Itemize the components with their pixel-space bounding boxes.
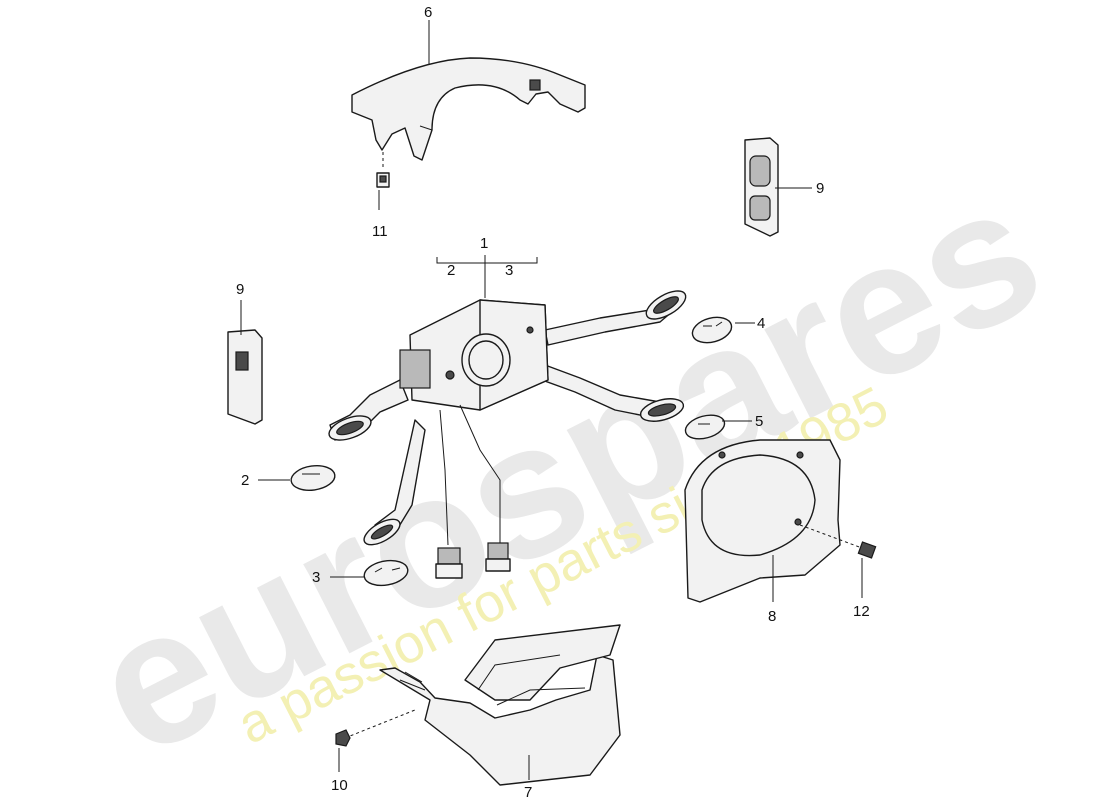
part-2-switch-cap[interactable]: [290, 463, 337, 493]
part-12-bolt[interactable]: [799, 524, 877, 559]
callout-2: 2: [241, 472, 249, 489]
callout-1-sub-3: 3: [505, 262, 513, 279]
callout-4: 4: [757, 315, 765, 332]
part-7-lower-shroud[interactable]: [379, 624, 621, 786]
callout-1: 1: [480, 235, 488, 252]
part-11-clip[interactable]: [376, 152, 390, 188]
part-6-upper-shroud[interactable]: [351, 57, 586, 161]
callout-3: 3: [312, 569, 320, 586]
callout-10: 10: [331, 777, 348, 794]
callout-11: 11: [372, 223, 388, 240]
callout-8: 8: [768, 608, 776, 625]
callout-1-sub-2: 2: [447, 262, 455, 279]
callout-7: 7: [524, 784, 532, 800]
part-9-cover-left[interactable]: [227, 329, 263, 425]
part-8-trim-plate[interactable]: [684, 439, 841, 603]
callout-5: 5: [755, 413, 763, 430]
part-10-screw[interactable]: [335, 709, 416, 747]
callout-6: 6: [424, 4, 432, 21]
part-4-switch-cap[interactable]: [690, 313, 735, 347]
callout-9-left: 9: [236, 281, 244, 298]
part-5-switch-cap[interactable]: [683, 411, 727, 443]
part-1-switch-assembly[interactable]: [326, 285, 690, 579]
callout-labels: 6 11 9 9 1 2 3 4 5 2 3 8 12 7 10: [236, 4, 870, 800]
callout-9-right: 9: [816, 180, 824, 197]
part-9-cover-right[interactable]: [744, 137, 779, 237]
callout-12: 12: [853, 603, 870, 620]
leader-lines: [240, 20, 863, 780]
